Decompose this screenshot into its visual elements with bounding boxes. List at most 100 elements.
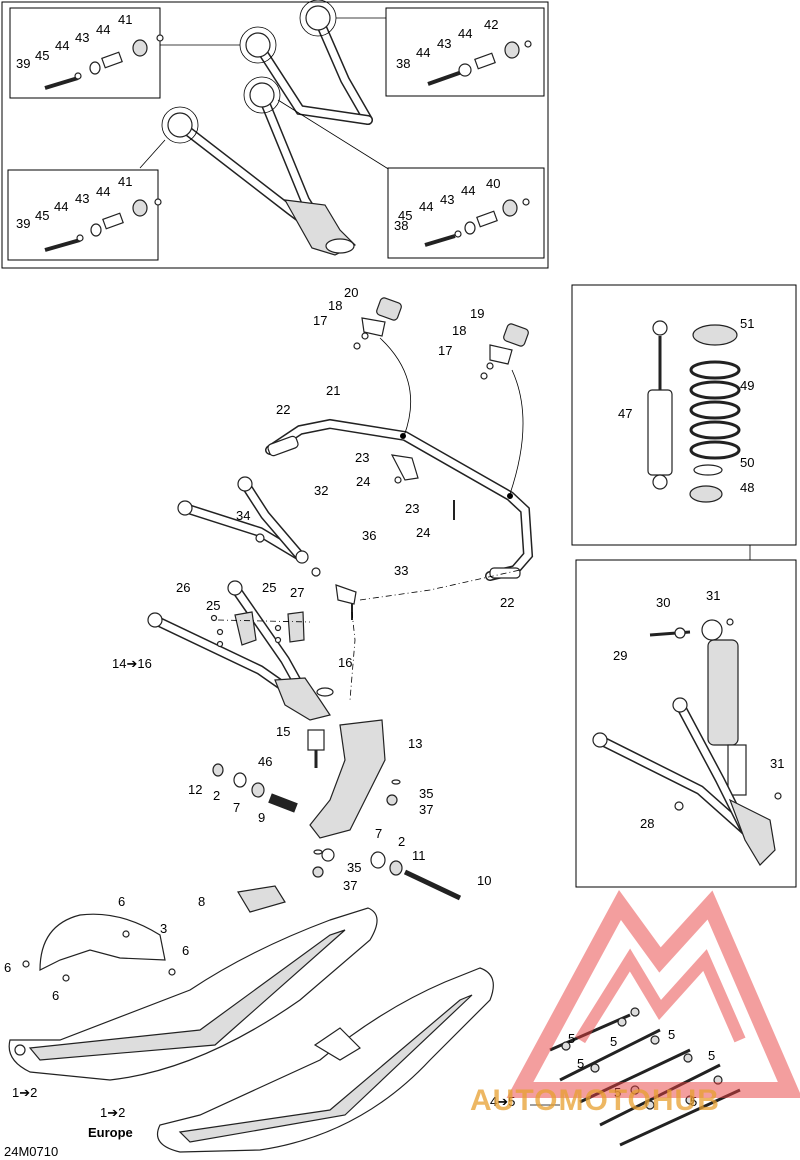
callout-inset_br-1: 44 xyxy=(461,183,475,198)
callout-sway_bar-3: 19 xyxy=(470,306,484,321)
inset-top-right-hardware xyxy=(427,40,532,86)
callout-spindle_parts-8: 11 xyxy=(412,848,426,863)
diagram-code: 24M0710 xyxy=(4,1144,58,1159)
callout-ski-7: 1➔2 xyxy=(100,1105,125,1120)
callout-sway_bar-7: 22 xyxy=(276,402,290,417)
callout-a_arm-8: 14➔16 xyxy=(112,656,152,671)
callout-sway_bar-8: 23 xyxy=(355,450,369,465)
callout-spindle_parts-6: 7 xyxy=(375,826,382,841)
callout-inset_tl-1: 44 xyxy=(96,22,110,37)
callout-ski-5: 6 xyxy=(52,988,59,1003)
callout-a_arm-2: 36 xyxy=(362,528,376,543)
callout-inset_tr-3: 44 xyxy=(416,45,430,60)
callout-a_arm-9: 16 xyxy=(338,655,352,670)
callout-runners-3: 5 xyxy=(708,1048,715,1063)
inset-bottom-right xyxy=(387,167,545,259)
watermark-text: AUTOMOTOHUB xyxy=(470,1084,720,1117)
spindle-hardware-drawing xyxy=(212,763,462,901)
callout-inset_tl-2: 43 xyxy=(75,30,89,45)
callout-spindle_parts-5: 37 xyxy=(419,802,433,817)
callout-a_arm-3: 33 xyxy=(394,563,408,578)
callout-sway_bar-5: 17 xyxy=(438,343,452,358)
callout-inset_bl-5: 39 xyxy=(16,216,30,231)
callout-inset_bl-3: 44 xyxy=(54,199,68,214)
callout-spindle_parts-11: 10 xyxy=(477,873,491,888)
callout-inset_tl-4: 45 xyxy=(35,48,49,63)
callout-shock_install-0: 30 xyxy=(656,595,670,610)
callout-inset_bl-2: 43 xyxy=(75,191,89,206)
callout-shock_install-3: 31 xyxy=(770,756,784,771)
callout-a_arm-6: 25 xyxy=(262,580,276,595)
callout-inset_bl-4: 45 xyxy=(35,208,49,223)
callout-sway_bar-4: 18 xyxy=(452,323,466,338)
top-assembly-frame xyxy=(1,1,549,269)
shock-exploded-drawing xyxy=(647,320,741,503)
callout-ski-4: 6 xyxy=(4,960,11,975)
ski-drawing xyxy=(8,885,494,1153)
callout-inset_tl-3: 44 xyxy=(55,38,69,53)
shock-exploded-frame xyxy=(571,284,797,546)
callout-shock_inset-4: 48 xyxy=(740,480,754,495)
callout-runners-2: 5 xyxy=(668,1027,675,1042)
callout-inset_tl-5: 39 xyxy=(16,56,30,71)
callout-ski-0: 8 xyxy=(198,894,205,909)
callout-inset_tr-2: 43 xyxy=(437,36,451,51)
automotohub-watermark-logo xyxy=(506,890,800,1098)
spring-coil xyxy=(689,360,741,460)
callout-spindle_parts-4: 35 xyxy=(419,786,433,801)
callout-inset_br-3: 44 xyxy=(419,199,433,214)
callout-inset_tl-0: 41 xyxy=(118,12,132,27)
callout-a_arm-11: 46 xyxy=(258,754,272,769)
callout-inset_br-5: 38 xyxy=(394,218,408,233)
callout-spindle_parts-9: 35 xyxy=(347,860,361,875)
callout-spindle_parts-1: 2 xyxy=(213,788,220,803)
callout-ski-6: 1➔2 xyxy=(12,1085,37,1100)
upper-a-arm-drawing xyxy=(161,0,373,256)
callout-sway_bar-11: 24 xyxy=(416,525,430,540)
callout-inset_tr-4: 38 xyxy=(396,56,410,71)
callout-a_arm-5: 25 xyxy=(206,598,220,613)
callout-shock_inset-2: 47 xyxy=(618,406,632,421)
callout-a_arm-4: 26 xyxy=(176,580,190,595)
callout-sway_bar-0: 20 xyxy=(344,285,358,300)
callout-ski-1: 6 xyxy=(118,894,125,909)
callout-a_arm-1: 34 xyxy=(236,508,250,523)
europe-label: Europe xyxy=(88,1125,133,1140)
callout-inset_bl-1: 44 xyxy=(96,184,110,199)
inset-bottom-right-hardware xyxy=(424,198,530,247)
callout-runners-4: 5 xyxy=(577,1056,584,1071)
callout-shock_inset-1: 49 xyxy=(740,378,754,393)
callout-sway_bar-2: 17 xyxy=(313,313,327,328)
callout-inset_bl-0: 41 xyxy=(118,174,132,189)
callout-inset_tr-1: 44 xyxy=(458,26,472,41)
callout-inset_br-0: 40 xyxy=(486,176,500,191)
callout-spindle_parts-3: 9 xyxy=(258,810,265,825)
callout-inset_br-2: 43 xyxy=(440,192,454,207)
inset-bottom-left-hardware xyxy=(44,198,162,252)
callout-ski-2: 3 xyxy=(160,921,167,936)
inset-bottom-left xyxy=(7,169,159,261)
callout-inset_tr-0: 42 xyxy=(484,17,498,32)
callout-inset_br-4: 45 xyxy=(398,208,412,223)
callout-shock_inset-0: 51 xyxy=(740,316,754,331)
callout-shock_install-4: 28 xyxy=(640,816,654,831)
callout-spindle_parts-7: 2 xyxy=(398,834,405,849)
callout-a_arm-0: 32 xyxy=(314,483,328,498)
inset-top-left-hardware xyxy=(44,34,164,90)
callout-spindle_parts-2: 7 xyxy=(233,800,240,815)
callout-spindle_parts-0: 12 xyxy=(188,782,202,797)
callout-sway_bar-10: 23 xyxy=(405,501,419,516)
callout-a_arm-12: 13 xyxy=(408,736,422,751)
callout-a_arm-7: 27 xyxy=(290,585,304,600)
shock-installed-drawing xyxy=(592,618,782,866)
callout-runners-0: 5 xyxy=(568,1031,575,1046)
callout-shock_install-1: 31 xyxy=(706,588,720,603)
callout-a_arm-10: 15 xyxy=(276,724,290,739)
callout-sway_bar-6: 21 xyxy=(326,383,340,398)
callout-spindle_parts-10: 37 xyxy=(343,878,357,893)
callout-ski-3: 6 xyxy=(182,943,189,958)
callout-runners-6: 5 xyxy=(690,1094,697,1109)
callout-sway_bar-1: 18 xyxy=(328,298,342,313)
callout-sway_bar-12: 22 xyxy=(500,595,514,610)
